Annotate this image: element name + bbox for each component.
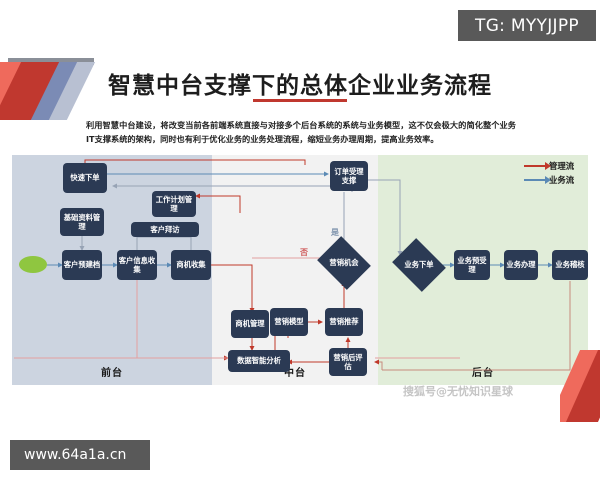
node-business-order[interactable]: 业务下单	[392, 238, 446, 292]
node-marketing-recommend-label: 营销推荐	[329, 317, 359, 327]
legend-item-biz-flow: 业务流	[524, 173, 574, 187]
node-opportunity-mgmt-label: 商机管理	[235, 319, 265, 329]
node-customer-visit[interactable]: 客户拜访	[131, 222, 199, 237]
node-marketing-post-eval[interactable]: 营销后评估	[329, 348, 367, 376]
page-title: 智慧中台支撑下的总体企业业务流程	[108, 73, 492, 99]
node-quick-order-label: 快速下单	[70, 173, 100, 183]
mgmt-flow-arrow-icon	[524, 162, 551, 170]
node-quick-order[interactable]: 快速下单	[63, 163, 107, 193]
node-work-plan-mgmt[interactable]: 工作计划管理	[152, 191, 196, 217]
node-business-handle-label: 业务办理	[506, 260, 536, 270]
node-marketing-model-label: 营销模型	[274, 317, 304, 327]
node-customer-info-collect[interactable]: 客户信息收集	[117, 250, 157, 280]
node-customer-prefile-label: 客户预建档	[63, 260, 101, 270]
node-marketing-opportunity-label: 营销机会	[329, 258, 359, 268]
legend: 管理流 业务流	[524, 159, 574, 187]
node-business-pre-accept[interactable]: 业务预受理	[454, 250, 490, 280]
flag-yes: 是	[331, 228, 339, 237]
start-node	[19, 256, 47, 273]
node-marketing-model[interactable]: 营销模型	[270, 308, 308, 336]
biz-flow-arrow-icon	[524, 176, 551, 184]
legend-item-mgmt-flow: 管理流	[524, 159, 574, 173]
subtitle-paragraph: 利用智慧中台建设，将改变当前各前端系统直接与对接多个后台系统的系统与业务模型，这…	[86, 120, 516, 144]
node-work-plan-mgmt-label: 工作计划管理	[155, 194, 193, 214]
url-badge: www.64a1a.cn	[10, 440, 150, 470]
decorative-ribbon-bottom-right	[560, 350, 600, 422]
node-business-audit-label: 业务稽核	[555, 260, 585, 270]
panel-front-label: 前台	[101, 368, 123, 379]
legend-label-biz-flow: 业务流	[549, 175, 575, 185]
node-business-handle[interactable]: 业务办理	[504, 250, 538, 280]
panel-middle-label: 中台	[284, 368, 306, 379]
node-customer-visit-label: 客户拜访	[150, 224, 180, 234]
node-basic-data-mgmt-label: 基础资料管理	[63, 212, 101, 232]
node-basic-data-mgmt[interactable]: 基础资料管理	[60, 208, 104, 236]
panel-back-label: 后台	[472, 368, 494, 379]
node-data-intelligent-analysis-label: 数据智能分析	[237, 356, 281, 366]
node-order-accept-support-label: 订单受理支撑	[334, 166, 364, 186]
decorative-ribbon-top-left	[0, 58, 105, 120]
node-marketing-recommend[interactable]: 营销推荐	[325, 308, 363, 336]
node-data-intelligent-analysis[interactable]: 数据智能分析	[228, 350, 290, 372]
title-underline	[253, 99, 347, 102]
node-opportunity-mgmt[interactable]: 商机管理	[231, 310, 269, 338]
flag-no: 否	[300, 248, 308, 257]
node-order-accept-support[interactable]: 订单受理支撑	[330, 161, 368, 191]
node-marketing-post-eval-label: 营销后评估	[333, 352, 363, 372]
node-marketing-opportunity[interactable]: 营销机会	[317, 236, 371, 290]
legend-label-mgmt-flow: 管理流	[549, 161, 575, 171]
node-business-order-label: 业务下单	[404, 260, 434, 270]
tg-badge: TG: MYYJJPP	[458, 10, 596, 41]
ribbon-gray-bar	[8, 58, 94, 65]
node-opportunity-collect[interactable]: 商机收集	[171, 250, 211, 280]
node-business-audit[interactable]: 业务稽核	[552, 250, 588, 280]
node-opportunity-collect-label: 商机收集	[176, 260, 206, 270]
watermark: 搜狐号@无忧知识星球	[403, 385, 513, 398]
node-customer-prefile[interactable]: 客户预建档	[62, 250, 102, 280]
node-business-pre-accept-label: 业务预受理	[457, 255, 487, 275]
node-customer-info-collect-label: 客户信息收集	[118, 255, 156, 275]
